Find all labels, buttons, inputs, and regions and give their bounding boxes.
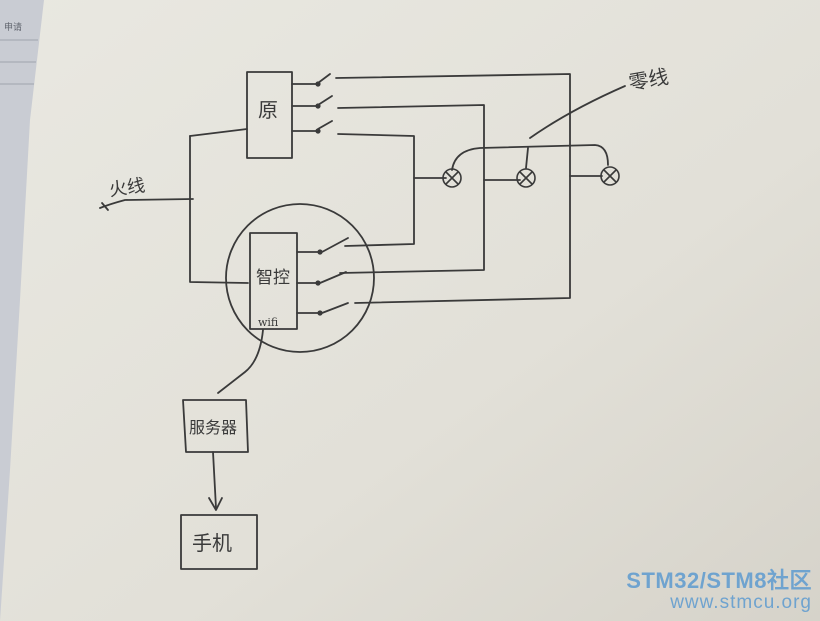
svg-text:申请: 申请 [4,21,22,33]
lamp-1-icon [442,168,462,188]
original-switch-label: 原 [258,98,278,122]
phone-box [180,514,258,570]
left-page-edge [0,0,44,621]
lamp-3-icon [600,166,620,186]
smart-switch-box [249,232,298,330]
watermark-url: www.stmcu.org [670,592,812,613]
smart-switch-label: 智控 [256,268,290,288]
server-label: 服务器 [189,418,237,437]
switch-contacts [315,81,323,316]
smart-switch-circle [225,203,375,353]
phone-label: 手机 [192,531,232,555]
server-box [182,399,249,453]
original-switch-box [246,71,293,159]
wiring-lines [99,71,626,570]
lamp-2-icon [516,168,536,188]
live-wire-label: 火线 [108,175,147,201]
watermark-brand: STM32/STM8社区 [626,568,812,593]
watermark: STM32/STM8社区 www.stmcu.org [626,569,812,613]
wifi-label: wifi [258,316,279,329]
